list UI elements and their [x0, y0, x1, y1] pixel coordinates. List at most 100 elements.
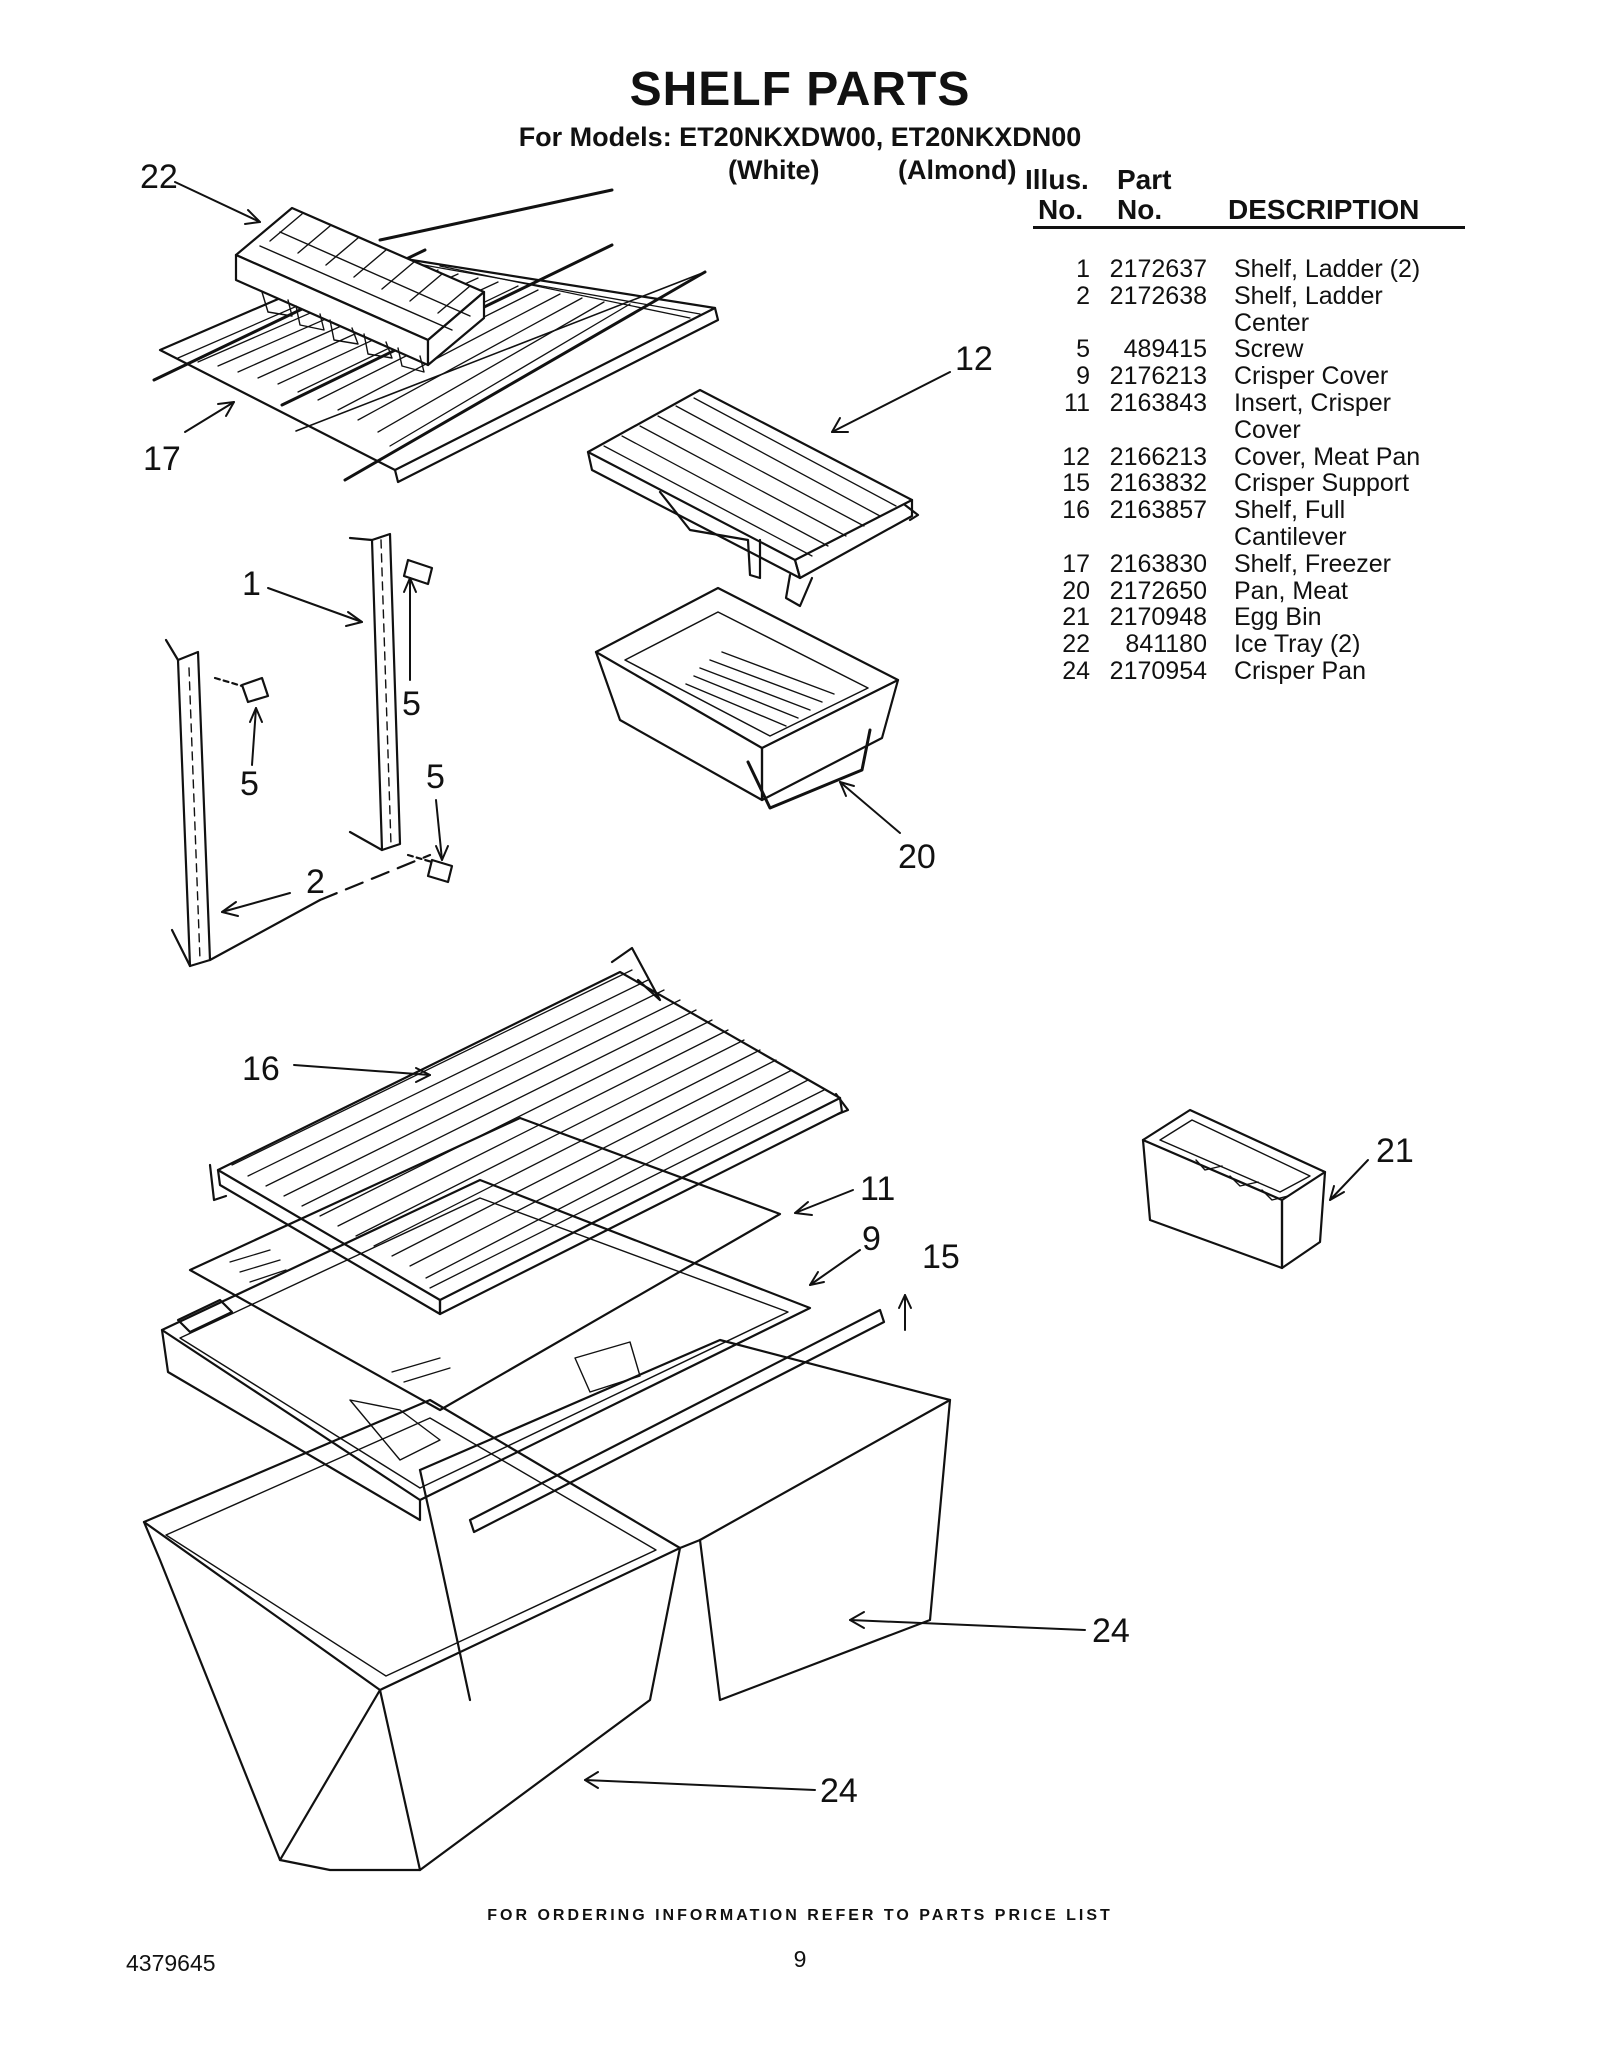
- callout-22: 22: [140, 158, 178, 196]
- part-number: 2166213: [1109, 442, 1207, 471]
- parts-row: 12 2166213 Cover, Meat Pan: [1030, 442, 1470, 471]
- part-number: 2163832: [1109, 469, 1207, 498]
- part-description: Shelf, Ladder: [1234, 281, 1383, 310]
- callout-1: 1: [242, 565, 261, 603]
- crisper-pans: [142, 1338, 952, 1872]
- parts-row: 9 2176213 Crisper Cover: [1030, 363, 1470, 390]
- callout-21: 21: [1376, 1132, 1414, 1170]
- part-description: Pan, Meat: [1234, 576, 1348, 605]
- part-number: 2172650: [1109, 576, 1207, 605]
- illus-number: 11: [1064, 388, 1090, 417]
- callout-24-b: 24: [820, 1772, 858, 1810]
- header-rule: [1033, 226, 1465, 229]
- parts-row: 17 2163830 Shelf, Freezer: [1030, 549, 1470, 578]
- illus-number: 9: [1076, 362, 1090, 391]
- part-description: Egg Bin: [1234, 603, 1322, 632]
- illus-number: 15: [1062, 469, 1090, 498]
- variant-white: (White): [728, 155, 820, 185]
- part-description: Shelf, Full: [1234, 496, 1346, 525]
- part-description: Shelf, Ladder (2): [1234, 255, 1421, 283]
- parts-row: 22 841180 Ice Tray (2): [1030, 631, 1470, 658]
- callout-24-a: 24: [1092, 1612, 1130, 1650]
- illus-number: 20: [1062, 576, 1090, 605]
- part-description: Cantilever: [1234, 522, 1347, 551]
- callout-9: 9: [862, 1220, 881, 1258]
- part-description: Crisper Cover: [1234, 362, 1389, 391]
- parts-row-continuation: Cover: [1030, 415, 1470, 444]
- leader-lines: [174, 181, 1369, 1791]
- parts-row: 15 2163832 Crisper Support: [1030, 470, 1470, 497]
- illus-number: 12: [1062, 442, 1090, 471]
- page-title: SHELF PARTS: [629, 63, 971, 116]
- crisper-support: [468, 1308, 886, 1534]
- ladder-rails: [164, 532, 432, 968]
- part-number: 489415: [1123, 335, 1207, 364]
- header-illus: Illus.: [1025, 164, 1089, 195]
- parts-row: 5 489415 Screw: [1030, 336, 1470, 363]
- part-description: Screw: [1234, 335, 1304, 364]
- callout-2: 2: [306, 863, 325, 901]
- part-description: Shelf, Freezer: [1234, 549, 1392, 578]
- part-description: Ice Tray (2): [1234, 630, 1361, 659]
- part-number: 841180: [1125, 630, 1207, 659]
- callout-20: 20: [898, 838, 936, 876]
- illus-number: 5: [1076, 335, 1090, 364]
- ice-tray: [234, 206, 486, 373]
- part-description: Crisper Pan: [1234, 656, 1366, 685]
- part-description: Center: [1234, 308, 1310, 337]
- callout-16: 16: [242, 1050, 280, 1088]
- part-number: 2163843: [1109, 388, 1207, 417]
- models-line: For Models: ET20NKXDW00, ET20NKXDN00: [518, 122, 1082, 152]
- callout-5-a: 5: [402, 685, 421, 723]
- illus-number: 24: [1062, 656, 1090, 685]
- header-part: Part: [1117, 164, 1172, 195]
- parts-row: 16 2163857 Shelf, Full: [1030, 497, 1470, 524]
- part-number: 2176213: [1109, 362, 1207, 391]
- parts-row: 21 2170948 Egg Bin: [1030, 604, 1470, 631]
- callout-12: 12: [955, 340, 993, 378]
- callout-11: 11: [860, 1170, 895, 1208]
- callout-5-c: 5: [426, 758, 445, 796]
- part-description: Insert, Crisper: [1234, 388, 1391, 417]
- illus-number: 2: [1076, 281, 1090, 310]
- part-description: Cover, Meat Pan: [1234, 442, 1421, 471]
- callout-17: 17: [143, 440, 181, 478]
- document-number: 4379645: [126, 1950, 216, 1976]
- header-description: DESCRIPTION: [1228, 194, 1420, 225]
- part-description: Crisper Support: [1234, 469, 1410, 498]
- crisper-cover: [160, 1116, 812, 1522]
- parts-row: 20 2172650 Pan, Meat: [1030, 576, 1470, 605]
- illus-number: 1: [1076, 255, 1090, 283]
- callout-15: 15: [922, 1238, 960, 1276]
- part-number: 2172638: [1109, 281, 1207, 310]
- egg-bin: [1141, 1108, 1327, 1270]
- header-part-no: No.: [1117, 194, 1163, 225]
- parts-row-continuation: Center: [1030, 308, 1470, 337]
- cantilever-shelf: [208, 946, 850, 1316]
- illus-number: 22: [1062, 630, 1090, 659]
- meat-pan: [594, 586, 900, 810]
- ordering-footer: FOR ORDERING INFORMATION REFER TO PARTS …: [487, 1907, 1113, 1924]
- illus-number: 16: [1062, 496, 1090, 525]
- part-number: 2163857: [1109, 496, 1207, 525]
- part-number: 2170948: [1109, 603, 1207, 632]
- variant-almond: (Almond): [898, 155, 1017, 185]
- part-number: 2172637: [1109, 255, 1207, 283]
- page-number: 9: [793, 1946, 807, 1972]
- screws: [213, 558, 454, 884]
- parts-row: 24 2170954 Crisper Pan: [1030, 658, 1470, 685]
- parts-row: 11 2163843 Insert, Crisper: [1030, 390, 1470, 417]
- meat-pan-cover: [586, 388, 920, 608]
- parts-row: 2 2172638 Shelf, Ladder: [1030, 281, 1470, 310]
- parts-row: 1 2172637 Shelf, Ladder (2): [1030, 256, 1470, 283]
- illus-number: 17: [1062, 549, 1090, 578]
- parts-row-continuation: Cantilever: [1030, 524, 1470, 551]
- illus-number: 21: [1062, 603, 1090, 632]
- part-number: 2163830: [1109, 549, 1207, 578]
- header-illus-no: No.: [1038, 194, 1084, 225]
- part-description: Cover: [1234, 415, 1301, 444]
- callout-5-b: 5: [240, 765, 259, 803]
- part-number: 2170954: [1109, 656, 1207, 685]
